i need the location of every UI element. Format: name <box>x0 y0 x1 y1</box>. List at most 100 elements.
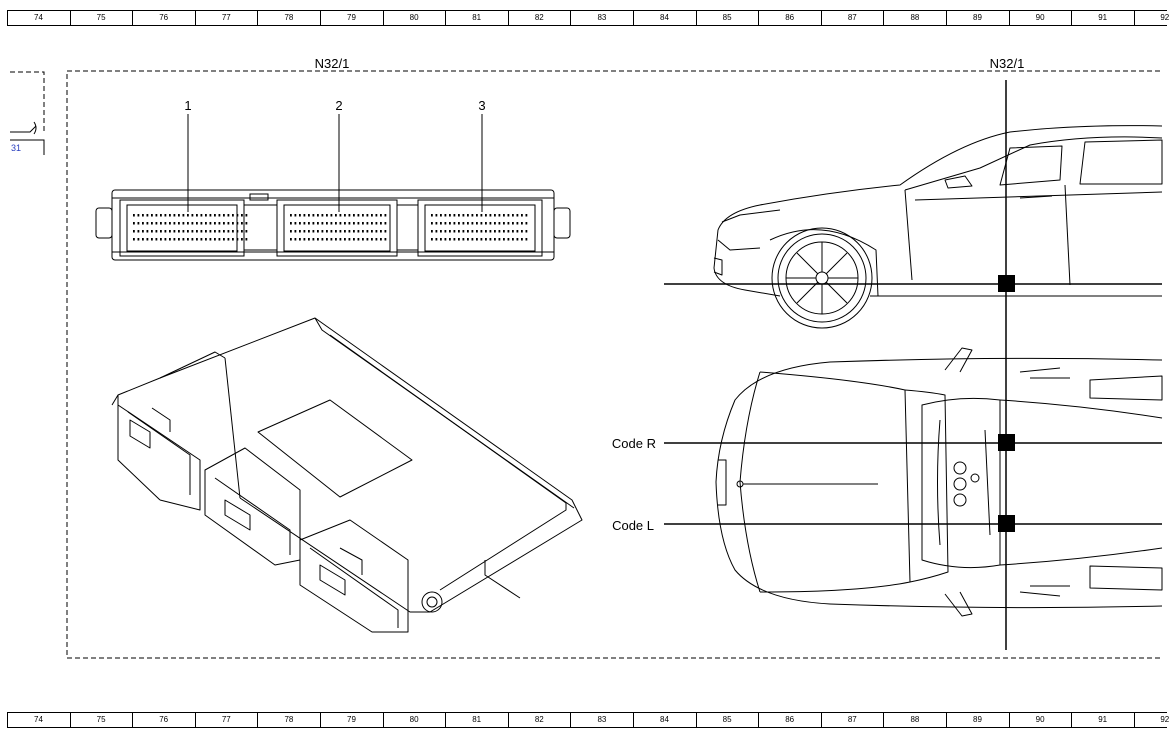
connector-pin <box>133 214 135 217</box>
connector-pin <box>435 214 438 217</box>
connector-pin <box>236 230 239 233</box>
connector-pin <box>335 222 337 225</box>
connector-pin <box>353 238 355 241</box>
grid-column-88: 88 <box>883 713 945 727</box>
connector-pin <box>507 238 510 241</box>
connector-pin <box>200 214 203 217</box>
connector-pin <box>380 222 382 225</box>
connector-pin <box>348 214 351 217</box>
connector-pin <box>458 214 460 217</box>
grid-column-84: 84 <box>633 11 695 25</box>
connector-pin <box>312 222 315 225</box>
connector-pin <box>375 238 378 241</box>
connector-pin <box>489 230 492 233</box>
connector-pin <box>214 214 216 217</box>
connector-pin <box>294 222 297 225</box>
connector-pin <box>321 230 324 233</box>
grid-column-75: 75 <box>69 11 132 25</box>
connector-pin <box>431 214 433 217</box>
previous-component-frame <box>10 71 45 155</box>
connector-pin <box>227 238 230 241</box>
code-r-label: Code R <box>612 436 656 451</box>
connector-pin <box>330 230 333 233</box>
connector-pin <box>294 214 297 217</box>
connector-pin <box>303 238 306 241</box>
connector-pin <box>187 230 189 233</box>
connector-pin <box>494 238 496 241</box>
connector-pin <box>133 238 135 241</box>
connector-pin <box>209 238 212 241</box>
connector-pin <box>241 238 243 241</box>
grid-column-91: 91 <box>1071 11 1133 25</box>
connector-pin <box>525 214 528 217</box>
connector-pin <box>335 230 337 233</box>
connector-pin <box>155 222 158 225</box>
connector-pin <box>160 230 162 233</box>
connector-pin <box>290 222 292 225</box>
connector-pin <box>299 238 301 241</box>
connector-pin <box>480 238 483 241</box>
connector-pin <box>326 222 328 225</box>
connector-pin <box>375 230 378 233</box>
connector-pin <box>137 238 140 241</box>
grid-column-84: 84 <box>633 713 695 727</box>
grid-column-87: 87 <box>820 11 883 25</box>
grid-column-89: 89 <box>946 11 1008 25</box>
grid-column-79: 79 <box>320 11 382 25</box>
grid-column-78: 78 <box>257 11 319 25</box>
connector-leader-lines <box>187 114 483 212</box>
connector-pin <box>196 214 198 217</box>
connector-pin <box>196 230 198 233</box>
connector-pin <box>471 222 474 225</box>
connector-pin <box>191 238 194 241</box>
connector-pin <box>480 214 483 217</box>
grid-column-86: 86 <box>758 11 820 25</box>
connector-pin <box>308 222 310 225</box>
connector-pin <box>525 238 528 241</box>
connector-pin <box>205 230 207 233</box>
connector-pin <box>516 214 519 217</box>
connector-pin <box>164 222 167 225</box>
connector-pin <box>489 222 492 225</box>
connector-pin <box>462 238 465 241</box>
connector-pin <box>375 222 378 225</box>
connector-pin <box>196 222 198 225</box>
connector-pin <box>476 238 478 241</box>
connector-pin <box>326 230 328 233</box>
connector-pin <box>485 222 487 225</box>
connector-pin <box>200 222 203 225</box>
connector-pin <box>366 230 369 233</box>
grid-column-82: 82 <box>507 11 570 25</box>
connector-pin <box>521 214 523 217</box>
connector-pin <box>494 222 496 225</box>
connector-pin <box>449 214 451 217</box>
connector-pin <box>362 238 364 241</box>
connector-pin <box>494 230 496 233</box>
sheet-cross-reference[interactable]: 31 <box>11 143 22 153</box>
connector-pin <box>178 230 180 233</box>
connector-pin <box>471 230 474 233</box>
location-markers <box>998 275 1015 532</box>
connector-pin <box>209 214 212 217</box>
grid-column-88: 88 <box>883 11 945 25</box>
connector-pin <box>444 230 447 233</box>
connector-pin <box>353 222 355 225</box>
connector-pin <box>330 222 333 225</box>
connector-pin <box>214 230 216 233</box>
connector-pin <box>525 222 528 225</box>
connector-pin <box>339 238 342 241</box>
grid-column-82: 82 <box>507 713 570 727</box>
connector-pin <box>453 238 456 241</box>
connector-pin <box>507 230 510 233</box>
connector-pin <box>462 222 465 225</box>
connector-pin <box>380 238 382 241</box>
connector-pin <box>151 214 153 217</box>
connector-pin <box>512 230 514 233</box>
connector-pin <box>494 214 496 217</box>
component-label-right: N32/1 <box>990 56 1025 71</box>
connector-pin <box>191 222 194 225</box>
connector-pin <box>308 214 310 217</box>
connector-pin <box>223 230 225 233</box>
